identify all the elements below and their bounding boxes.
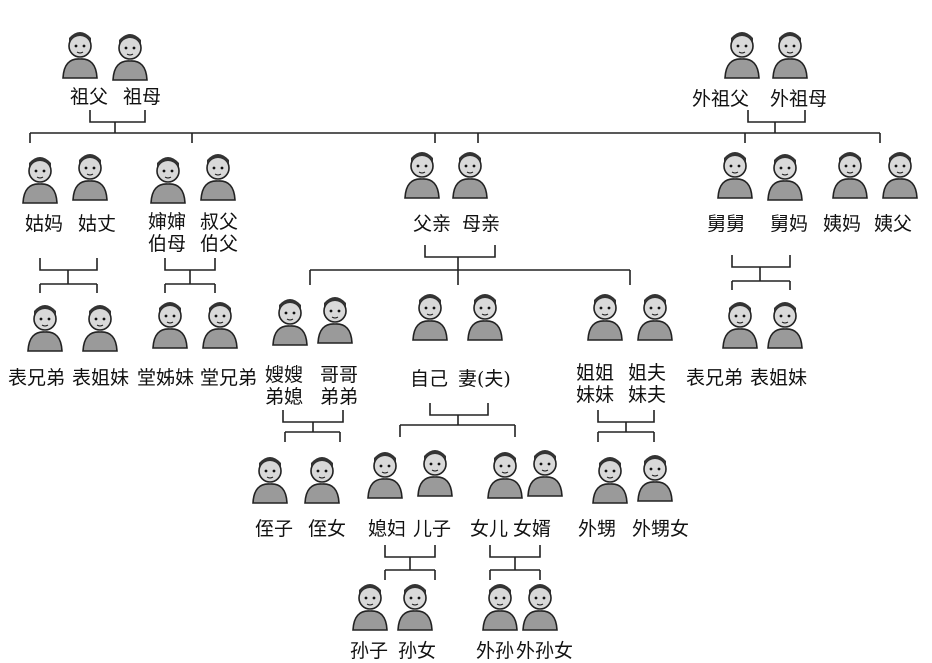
label-grandson: 孙子 <box>350 640 389 662</box>
label-paternal-aunt-husband: 姑丈 <box>78 213 117 235</box>
label-granddaughter: 孙女 <box>398 640 437 662</box>
label-daughter-in-law: 媳妇 <box>368 518 407 540</box>
label-mother: 母亲 <box>462 213 501 235</box>
label-maternal-grandmother: 外祖母 <box>770 88 828 110</box>
label-grandfather: 祖父 <box>70 86 109 108</box>
label-son: 儿子 <box>413 518 452 540</box>
label-younger-brother: 弟弟 <box>320 386 359 408</box>
label-cousin-sisters-paternal-aunt: 表姐妹 <box>72 367 130 389</box>
label-cousin-sisters-maternal: 表姐妹 <box>750 367 808 389</box>
label-uncle-shufu: 叔父 <box>200 211 239 233</box>
label-cousin-brothers-paternal-aunt: 表兄弟 <box>8 367 66 389</box>
label-elder-brother: 哥哥 <box>320 364 359 386</box>
label-tang-sisters: 堂姊妹 <box>137 367 195 389</box>
label-spouse: 妻(夫) <box>458 368 511 390</box>
label-cousin-brothers-maternal: 表兄弟 <box>686 367 744 389</box>
label-younger-sister: 妹妹 <box>576 384 615 406</box>
label-paternal-aunt: 姑妈 <box>25 213 64 235</box>
label-elder-sister: 姐姐 <box>576 362 615 384</box>
label-daughter: 女儿 <box>470 518 509 540</box>
label-younger-sister-husband: 妹夫 <box>628 384 667 406</box>
label-maternal-aunt-husband: 姨父 <box>874 213 913 235</box>
label-maternal-uncle-wife: 舅妈 <box>770 213 809 235</box>
label-self: 自己 <box>410 368 449 390</box>
label-grandmother: 祖母 <box>123 86 162 108</box>
label-sister-son: 外甥 <box>578 518 617 540</box>
label-nephew: 侄子 <box>255 518 294 540</box>
label-maternal-aunt: 姨妈 <box>823 213 862 235</box>
label-father: 父亲 <box>413 213 452 235</box>
label-aunt-shenshen: 婶婶 <box>148 211 187 233</box>
label-aunt-bomu: 伯母 <box>148 233 187 255</box>
label-sister-daughter: 外甥女 <box>632 518 690 540</box>
label-sister-in-law-younger: 弟媳 <box>265 386 304 408</box>
label-maternal-uncle: 舅舅 <box>707 213 746 235</box>
label-tang-brothers: 堂兄弟 <box>200 367 258 389</box>
label-elder-sister-husband: 姐夫 <box>628 362 667 384</box>
label-maternal-grandfather: 外祖父 <box>692 88 750 110</box>
label-daughter-granddaughter: 外孙女 <box>516 640 574 662</box>
label-sister-in-law-elder: 嫂嫂 <box>265 364 304 386</box>
label-niece: 侄女 <box>308 518 347 540</box>
label-son-in-law: 女婿 <box>513 518 552 540</box>
label-uncle-bofu: 伯父 <box>200 233 239 255</box>
label-daughter-grandson: 外孙 <box>476 640 515 662</box>
